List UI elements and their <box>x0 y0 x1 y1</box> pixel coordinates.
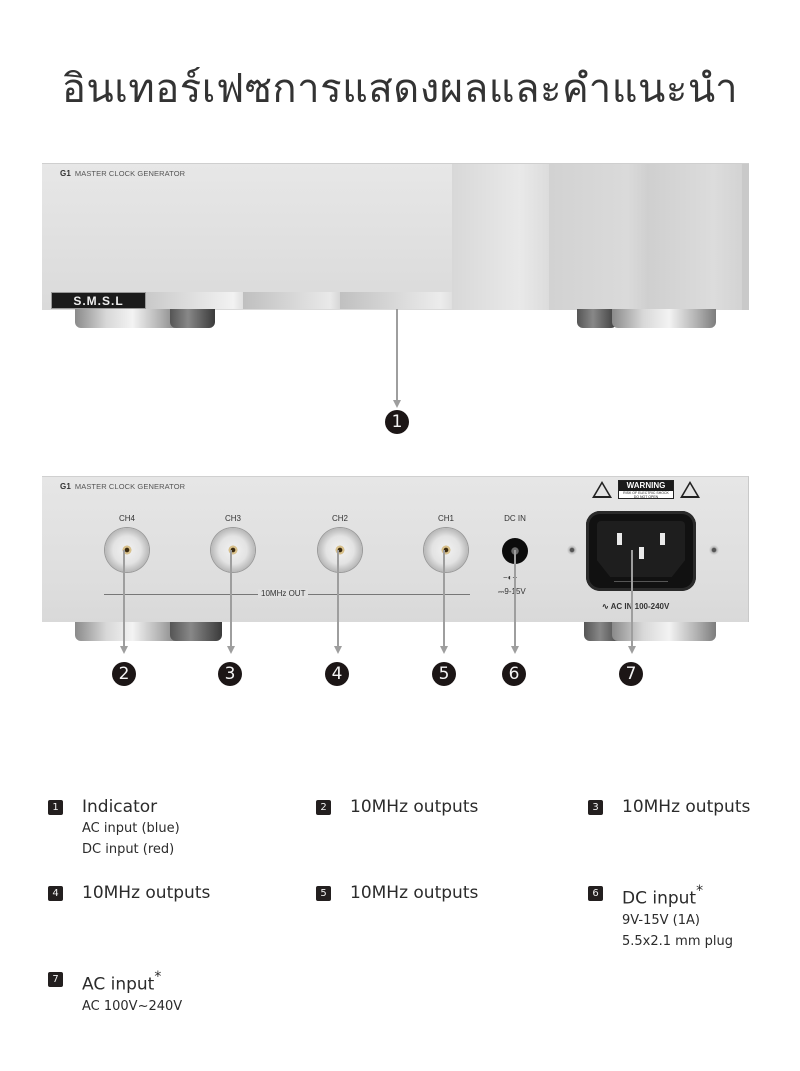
bnc-connector-ch4 <box>105 528 149 572</box>
warning-label: WARNING RISK OF ELECTRIC SHOCK DO NOT OP… <box>592 480 700 499</box>
legend-item-4: 4 10MHz outputs <box>48 882 210 904</box>
callout-arrow <box>123 550 125 648</box>
foot <box>75 309 180 328</box>
front-face <box>42 164 452 310</box>
dc-in-label: DC IN <box>504 514 526 523</box>
foot <box>612 622 716 641</box>
arrow-head-icon <box>227 646 235 654</box>
arrow-head-icon <box>440 646 448 654</box>
model-name: MASTER CLOCK GENERATOR <box>74 482 186 491</box>
asterisk-note: * <box>154 969 162 985</box>
screw <box>567 545 577 555</box>
front-facet <box>549 164 647 310</box>
legend-item-6: 6 DC input* 9V-15V (1A) 5.5x2.1 mm plug <box>588 882 733 952</box>
lightning-warning-icon <box>592 481 612 498</box>
ch3-label: CH3 <box>224 514 241 523</box>
bnc-connector-ch1 <box>424 528 468 572</box>
brand-badge: S.M.S.L <box>51 292 146 309</box>
foot <box>577 309 617 328</box>
front-panel-image: G1 MASTER CLOCK GENERATOR S.M.S.L <box>42 163 749 310</box>
indicator-bar <box>146 292 243 309</box>
arrow-head-icon <box>393 400 401 408</box>
callout-arrow <box>443 550 445 648</box>
marker-4: 4 <box>325 662 349 686</box>
indicator-bar <box>340 292 452 309</box>
marker-5: 5 <box>432 662 456 686</box>
arrow-head-icon <box>628 646 636 654</box>
ch2-label: CH2 <box>331 514 348 523</box>
legend-item-2: 2 10MHz outputs <box>316 796 478 818</box>
foot <box>170 309 215 328</box>
legend-item-1: 1 Indicator AC input (blue) DC input (re… <box>48 796 180 860</box>
ac-input-label: ∿ AC IN 100-240V <box>602 602 670 611</box>
foot <box>75 622 180 641</box>
marker-1: 1 <box>385 410 409 434</box>
g1-logo: G1 <box>60 482 71 491</box>
callout-arrow <box>337 550 339 648</box>
ch1-label: CH1 <box>437 514 454 523</box>
dc-polarity-icon: −◐+ <box>503 573 518 582</box>
marker-2: 2 <box>112 662 136 686</box>
exclamation-warning-icon <box>680 481 700 498</box>
ch4-label: CH4 <box>118 514 135 523</box>
legend-item-7: 7 AC input* AC 100V~240V <box>48 968 182 1017</box>
g1-logo: G1 <box>60 169 71 178</box>
front-facet <box>647 164 742 310</box>
foot <box>170 622 222 641</box>
arrow-head-icon <box>511 646 519 654</box>
screw <box>709 545 719 555</box>
bnc-connector-ch3 <box>211 528 255 572</box>
rear-panel-image: G1 MASTER CLOCK GENERATOR CH4 CH3 CH2 CH… <box>42 476 749 622</box>
rear-model-label: G1 MASTER CLOCK GENERATOR <box>60 482 185 491</box>
legend-item-5: 5 10MHz outputs <box>316 882 478 904</box>
indicator-bar <box>243 292 340 309</box>
model-name: MASTER CLOCK GENERATOR <box>74 169 186 178</box>
marker-3: 3 <box>218 662 242 686</box>
bnc-connector-ch2 <box>318 528 362 572</box>
front-model-label: G1 MASTER CLOCK GENERATOR <box>60 169 185 178</box>
callout-arrow <box>230 550 232 648</box>
callout-arrow <box>514 550 516 648</box>
warning-title: WARNING <box>619 481 673 491</box>
front-edge <box>742 164 749 310</box>
legend-item-3: 3 10MHz outputs <box>588 796 750 818</box>
callout-arrow <box>396 309 398 403</box>
arrow-head-icon <box>334 646 342 654</box>
foot <box>612 309 716 328</box>
arrow-head-icon <box>120 646 128 654</box>
marker-6: 6 <box>502 662 526 686</box>
page-title: อินเทอร์เฟซการแสดงผลและคำแนะนำ <box>61 66 739 112</box>
asterisk-note: * <box>696 883 704 899</box>
output-label: 10MHz OUT <box>258 589 309 598</box>
callout-arrow <box>631 550 633 648</box>
marker-7: 7 <box>619 662 643 686</box>
iec-power-socket <box>586 511 696 591</box>
front-facet <box>452 164 549 310</box>
dc-voltage-label: ⎓9-15V <box>498 587 526 596</box>
